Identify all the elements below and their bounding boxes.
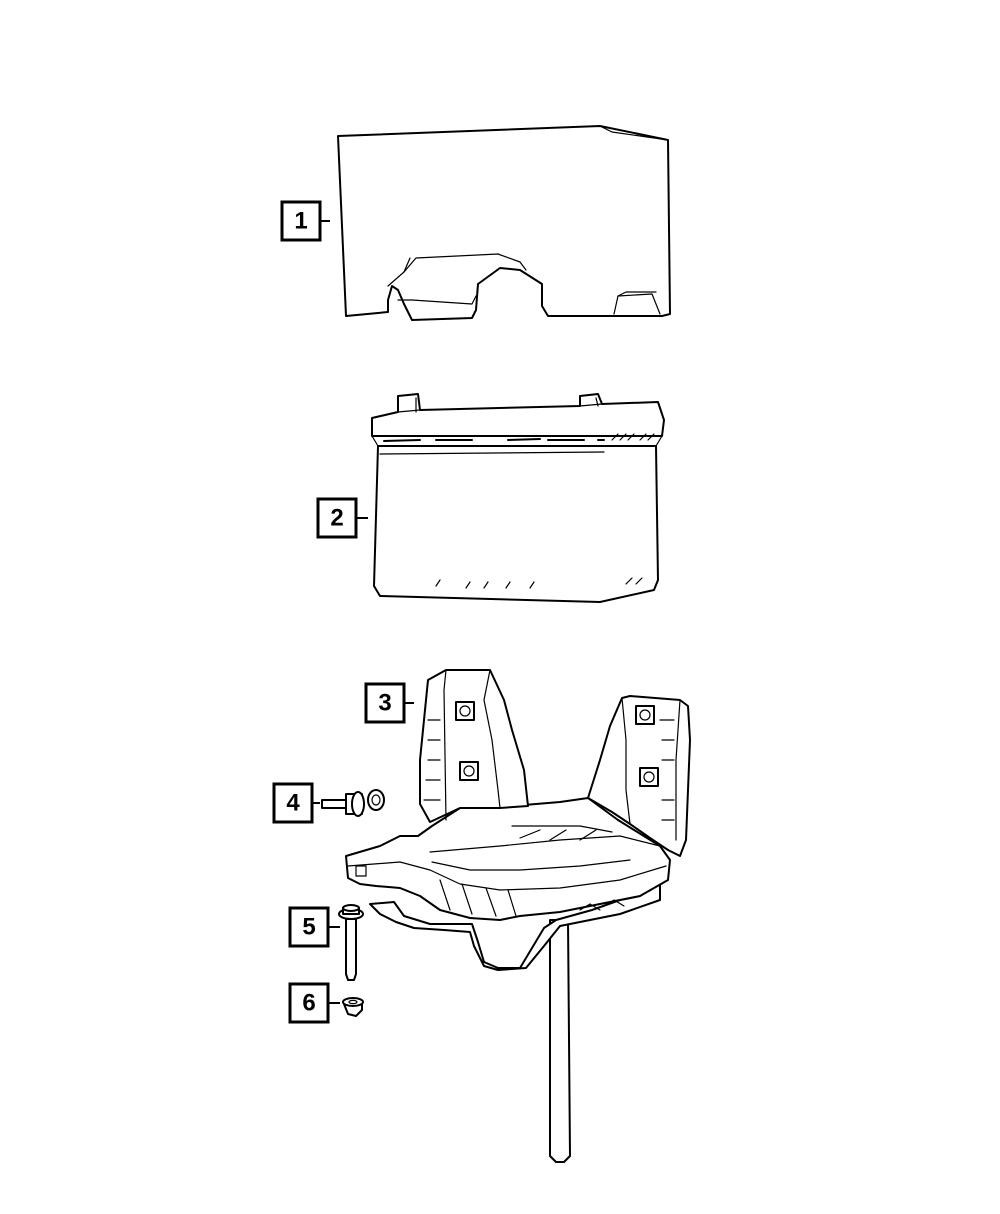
bolt-drawing (338, 904, 364, 981)
callout-1: 1 (280, 200, 330, 242)
battery-cover-drawing (337, 125, 671, 321)
callout-6-label: 6 (302, 990, 315, 1017)
callout-3-label: 3 (378, 690, 391, 717)
callout-2-label: 2 (330, 505, 343, 532)
callout-3: 3 (364, 682, 414, 724)
callout-4-label: 4 (286, 790, 300, 817)
callout-4: 4 (272, 782, 320, 824)
battery-drawing (371, 393, 665, 603)
nut-drawing (342, 997, 364, 1017)
battery-tray-drawing (345, 669, 691, 1163)
callout-5: 5 (288, 906, 340, 948)
callout-6: 6 (288, 982, 340, 1024)
callout-2: 2 (316, 497, 368, 539)
bolt-with-washer-drawing (321, 789, 385, 817)
callout-1-label: 1 (294, 208, 307, 235)
callout-5-label: 5 (302, 914, 315, 941)
